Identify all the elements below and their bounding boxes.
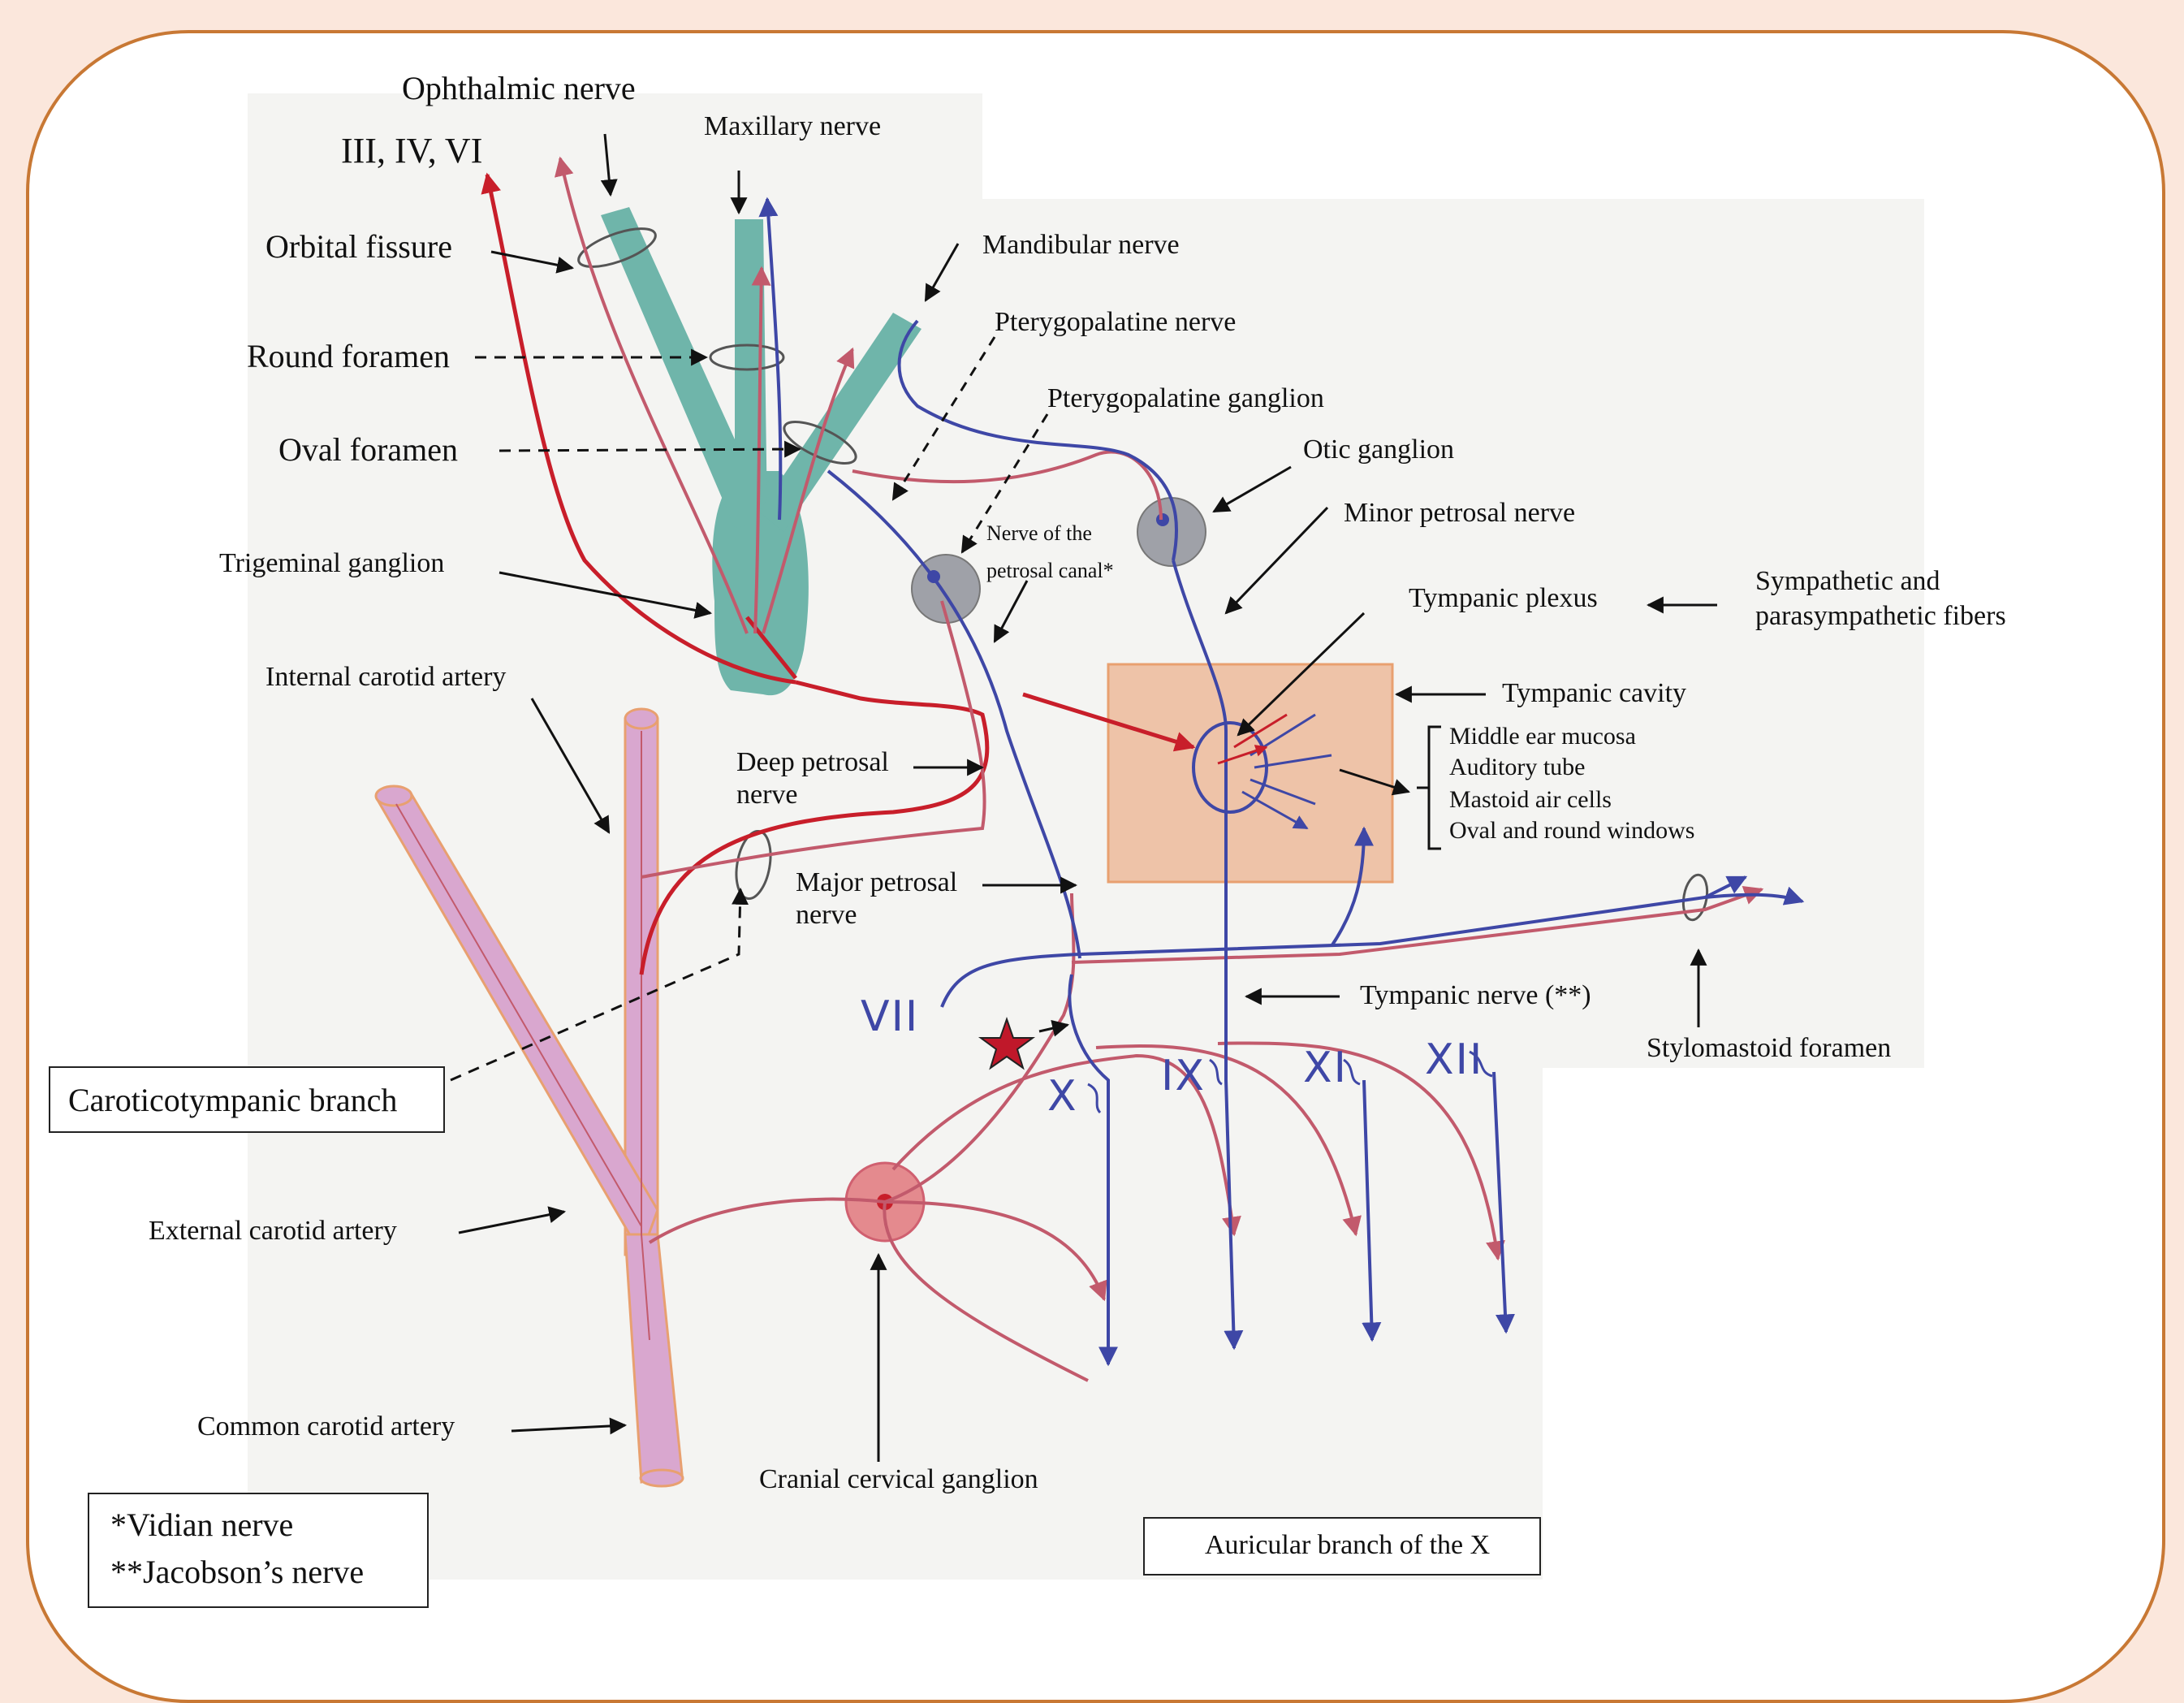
label-nerve-petrosal-canal-1: Nerve of the xyxy=(986,521,1092,546)
label-deep-petrosal-1: Deep petrosal xyxy=(736,747,889,778)
label-pterygopalatine-ganglion: Pterygopalatine ganglion xyxy=(1047,383,1324,414)
auricular-legend-box: Auricular branch of the X xyxy=(1143,1517,1541,1575)
label-mandibular-nerve: Mandibular nerve xyxy=(982,230,1180,261)
label-tympanic-plexus: Tympanic plexus xyxy=(1409,583,1598,614)
common-carotid-end xyxy=(641,1470,683,1486)
label-common-carotid-artery: Common carotid artery xyxy=(197,1411,455,1442)
figure-panel xyxy=(248,93,982,1580)
footnote-box: *Vidian nerve **Jacobson’s nerve xyxy=(88,1493,429,1608)
label-mastoid-air-cells: Mastoid air cells xyxy=(1449,786,1612,814)
label-external-carotid-artery: External carotid artery xyxy=(149,1216,397,1247)
label-deep-petrosal-2: nerve xyxy=(736,780,798,810)
external-carotid-opening xyxy=(376,786,412,806)
label-tympanic-nerve: Tympanic nerve (**) xyxy=(1360,980,1591,1011)
label-cn-iii-iv-vi: III, IV, VI xyxy=(341,130,482,171)
label-sympathetic-1: Sympathetic and xyxy=(1755,566,1940,597)
label-major-petrosal-1: Major petrosal xyxy=(796,867,957,898)
label-cn-ix: IX xyxy=(1161,1052,1206,1100)
label-oval-foramen: Oval foramen xyxy=(278,430,458,469)
label-round-foramen: Round foramen xyxy=(247,337,450,375)
footnote-jacobson: **Jacobson’s nerve xyxy=(110,1553,364,1591)
label-pterygopalatine-nerve: Pterygopalatine nerve xyxy=(995,307,1236,338)
label-ophthalmic-nerve: Ophthalmic nerve xyxy=(402,69,636,107)
label-minor-petrosal-nerve: Minor petrosal nerve xyxy=(1344,498,1575,529)
label-oval-round-windows: Oval and round windows xyxy=(1449,817,1694,845)
label-cn-xii: XII xyxy=(1425,1035,1483,1084)
label-sympathetic-2: parasympathetic fibers xyxy=(1755,601,2006,632)
label-nerve-petrosal-canal-2: petrosal canal* xyxy=(986,559,1114,583)
label-cn-vii: VII xyxy=(861,992,919,1041)
footnote-vidian: *Vidian nerve xyxy=(110,1506,293,1544)
label-maxillary-nerve: Maxillary nerve xyxy=(704,111,881,142)
caroticotympanic-box: Caroticotympanic branch xyxy=(49,1066,445,1133)
label-tympanic-cavity: Tympanic cavity xyxy=(1502,678,1686,709)
label-trigeminal-ganglion: Trigeminal ganglion xyxy=(219,548,444,579)
figure-panel-bottom xyxy=(974,1056,1543,1580)
label-stylomastoid-foramen: Stylomastoid foramen xyxy=(1647,1033,1891,1064)
label-cranial-cervical-ganglion: Cranial cervical ganglion xyxy=(759,1464,1038,1495)
label-middle-ear-mucosa: Middle ear mucosa xyxy=(1449,723,1636,750)
label-orbital-fissure: Orbital fissure xyxy=(265,227,452,266)
label-cn-x: X xyxy=(1047,1072,1078,1121)
label-auditory-tube: Auditory tube xyxy=(1449,754,1585,781)
label-cn-xi: XI xyxy=(1303,1044,1348,1092)
label-caroticotympanic-branch: Caroticotympanic branch xyxy=(68,1081,397,1119)
label-internal-carotid-artery: Internal carotid artery xyxy=(265,662,506,693)
otic-ganglion xyxy=(1137,498,1206,566)
footnote-auricular: Auricular branch of the X xyxy=(1205,1530,1490,1561)
internal-carotid-opening xyxy=(625,709,658,728)
label-major-petrosal-2: nerve xyxy=(796,900,857,931)
label-otic-ganglion: Otic ganglion xyxy=(1303,434,1454,465)
